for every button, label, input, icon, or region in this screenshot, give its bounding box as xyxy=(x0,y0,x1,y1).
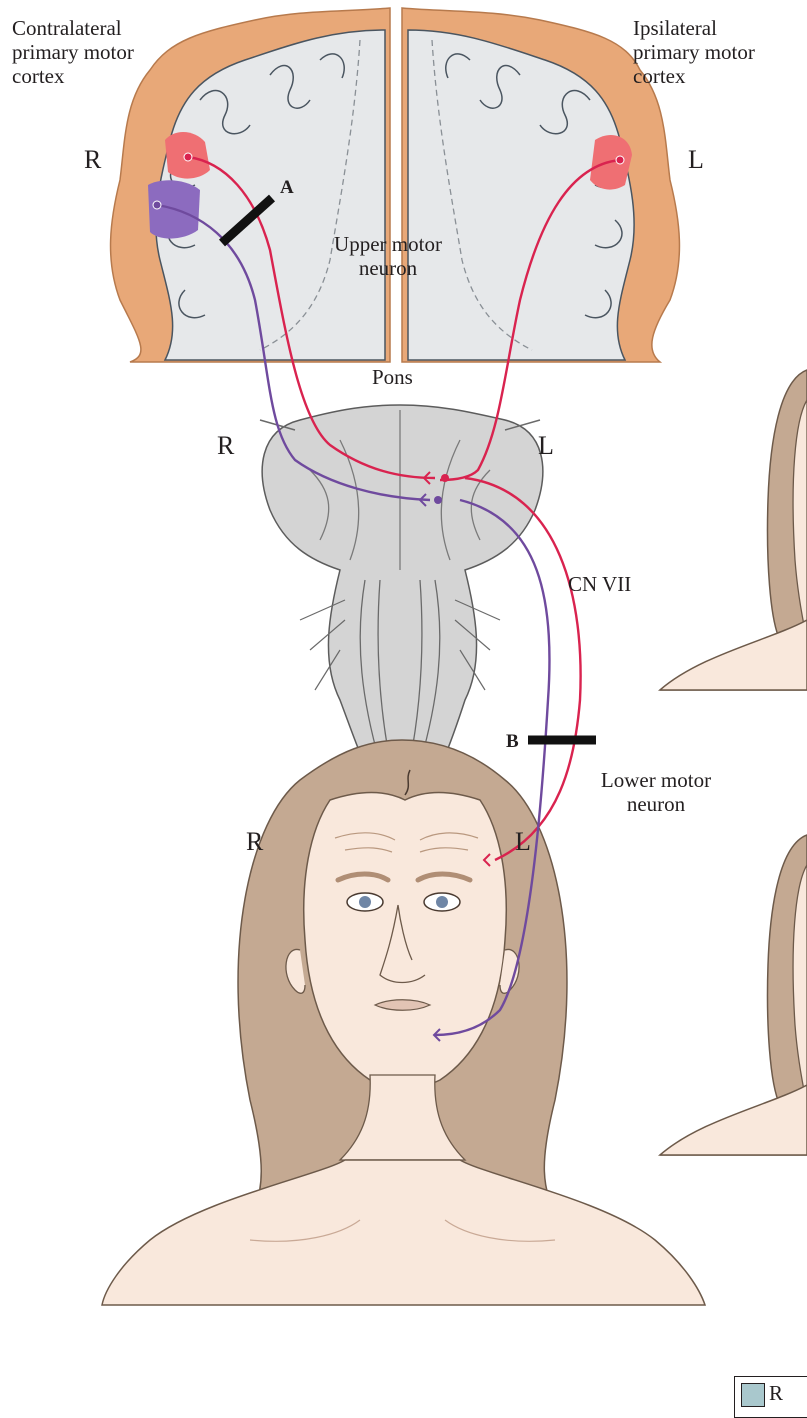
side-face-lower xyxy=(660,835,807,1155)
legend: R xyxy=(734,1376,807,1418)
side-face-upper xyxy=(660,370,807,690)
left-hemisphere-section xyxy=(111,8,390,362)
legend-text: R xyxy=(769,1381,783,1406)
ipsilateral-cortex-label: Ipsilateral primary motor cortex xyxy=(633,16,755,88)
right-side-label-face: R xyxy=(246,828,263,856)
pons-label: Pons xyxy=(372,365,413,389)
right-side-label-mid: R xyxy=(217,432,234,460)
right-side-label-top: R xyxy=(84,146,101,174)
patient-face-center xyxy=(102,740,705,1305)
left-side-label-top: L xyxy=(688,146,704,174)
brainstem-illustration xyxy=(260,405,543,790)
legend-swatch xyxy=(741,1383,765,1407)
lesion-a-label: A xyxy=(280,176,294,200)
lesion-b-label: B xyxy=(506,730,519,754)
contralateral-cortex-label: Contralateral primary motor cortex xyxy=(12,16,134,88)
upper-motor-neuron-label: Upper motor neuron xyxy=(318,232,458,280)
left-side-label-mid: L xyxy=(538,432,554,460)
left-side-label-face: L xyxy=(515,828,531,856)
lower-motor-neuron-label: Lower motor neuron xyxy=(586,768,726,816)
cn-vii-label: CN VII xyxy=(568,572,631,596)
